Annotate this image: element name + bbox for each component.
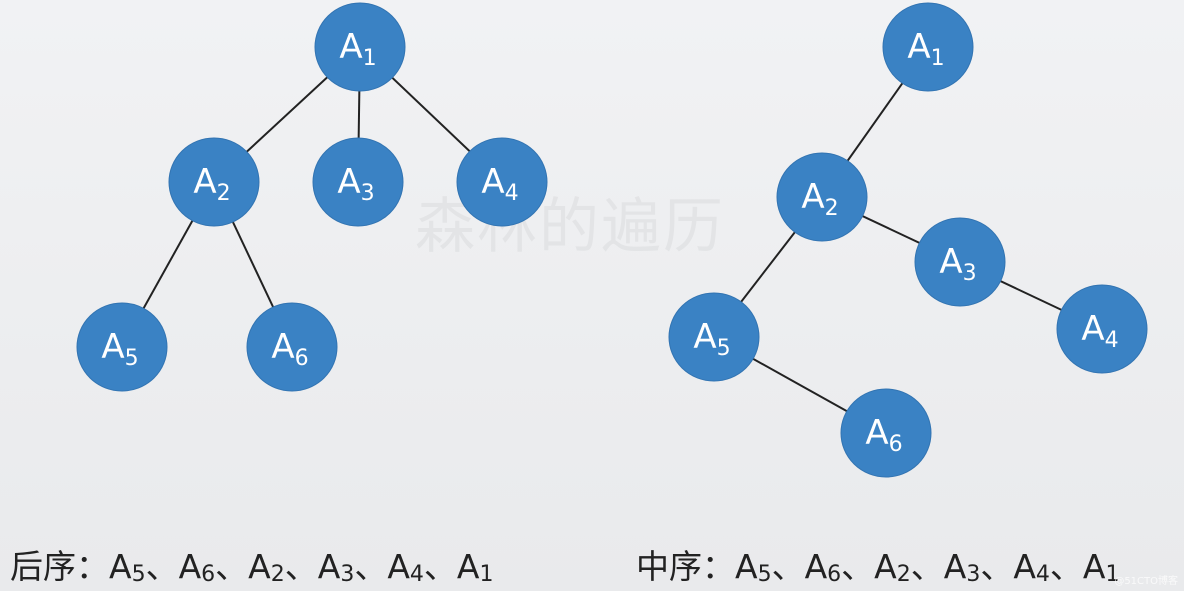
- node-circle: [1056, 284, 1148, 374]
- node-A3: A3: [914, 217, 1006, 307]
- node-A1: A1: [882, 2, 974, 92]
- node-label: A5: [101, 327, 138, 371]
- sequence-item: A5、: [735, 547, 805, 587]
- node-circle: [882, 2, 974, 92]
- node-A1: A1: [314, 2, 406, 92]
- postorder-label: 后序：: [10, 547, 109, 586]
- sequence-item: A1: [456, 547, 494, 587]
- inorder-label: 中序：: [636, 547, 735, 586]
- node-label: A4: [481, 162, 518, 206]
- sequence-item: A2、: [874, 547, 944, 587]
- node-circle: [668, 292, 760, 382]
- node-A5: A5: [668, 292, 760, 382]
- node-label: A1: [907, 27, 944, 71]
- sequence-item: A1: [1082, 547, 1120, 587]
- node-label: A6: [865, 413, 902, 457]
- node-label: A3: [939, 242, 976, 286]
- node-label: A5: [693, 317, 730, 361]
- node-circle: [776, 152, 868, 242]
- inorder-caption: 中序：A5、A6、A2、A3、A4、A1: [636, 540, 1119, 588]
- node-A3: A3: [312, 137, 404, 227]
- postorder-caption: 后序：A5、A6、A2、A3、A4、A1: [10, 540, 493, 588]
- node-label: A3: [337, 162, 374, 206]
- sequence-item: A4、: [387, 547, 457, 587]
- node-circle: [312, 137, 404, 227]
- node-label: A2: [193, 162, 230, 206]
- node-circle: [76, 302, 168, 392]
- corner-watermark: @51CTO博客: [1114, 576, 1178, 587]
- node-A5: A5: [76, 302, 168, 392]
- sequence-item: A6、: [804, 547, 875, 587]
- sequence-item: A6、: [178, 547, 249, 587]
- node-circle: [246, 302, 338, 392]
- sequence-item: A4、: [1013, 547, 1083, 587]
- node-A2: A2: [168, 137, 260, 227]
- sequence-item: A5、: [109, 547, 179, 587]
- node-A4: A4: [1056, 284, 1148, 374]
- node-A4: A4: [456, 137, 548, 227]
- node-A6: A6: [840, 388, 932, 478]
- node-A6: A6: [246, 302, 338, 392]
- node-label: A2: [801, 177, 838, 221]
- sequence-item: A3、: [317, 547, 388, 587]
- inorder-sequence: A5、A6、A2、A3、A4、A1: [735, 547, 1120, 587]
- node-label: A1: [339, 27, 376, 71]
- sequence-item: A3、: [943, 547, 1014, 587]
- node-A2: A2: [776, 152, 868, 242]
- node-circle: [168, 137, 260, 227]
- sequence-item: A2、: [248, 547, 318, 587]
- postorder-sequence: A5、A6、A2、A3、A4、A1: [109, 547, 494, 587]
- node-circle: [914, 217, 1006, 307]
- node-label: A4: [1081, 309, 1118, 353]
- node-circle: [314, 2, 406, 92]
- node-circle: [456, 137, 548, 227]
- node-circle: [840, 388, 932, 478]
- node-label: A6: [271, 327, 308, 371]
